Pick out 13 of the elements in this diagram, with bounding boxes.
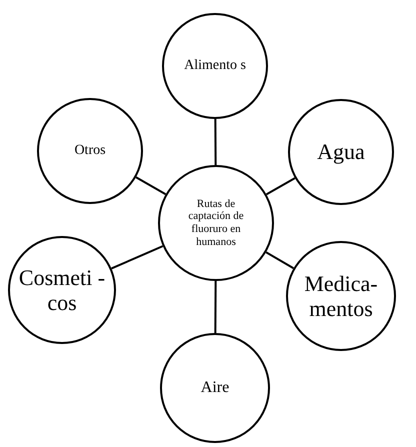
connector-line: [214, 119, 217, 165]
connector-line: [111, 245, 164, 270]
circle-label: Aire: [200, 378, 230, 398]
connector-line: [266, 177, 296, 196]
circle-label: Cosmeti -cos: [18, 264, 106, 316]
circle-label: Agua: [316, 139, 366, 165]
connector-line: [214, 281, 217, 333]
connector-line: [136, 176, 166, 196]
circle-label: Rutas de captación de fluoruro en humanos: [187, 198, 245, 248]
connector-line: [266, 251, 294, 270]
circle-label: Otros: [73, 142, 107, 160]
circle-label: Alimento s: [184, 58, 246, 74]
circle-label: Medica- mentos: [303, 270, 379, 322]
